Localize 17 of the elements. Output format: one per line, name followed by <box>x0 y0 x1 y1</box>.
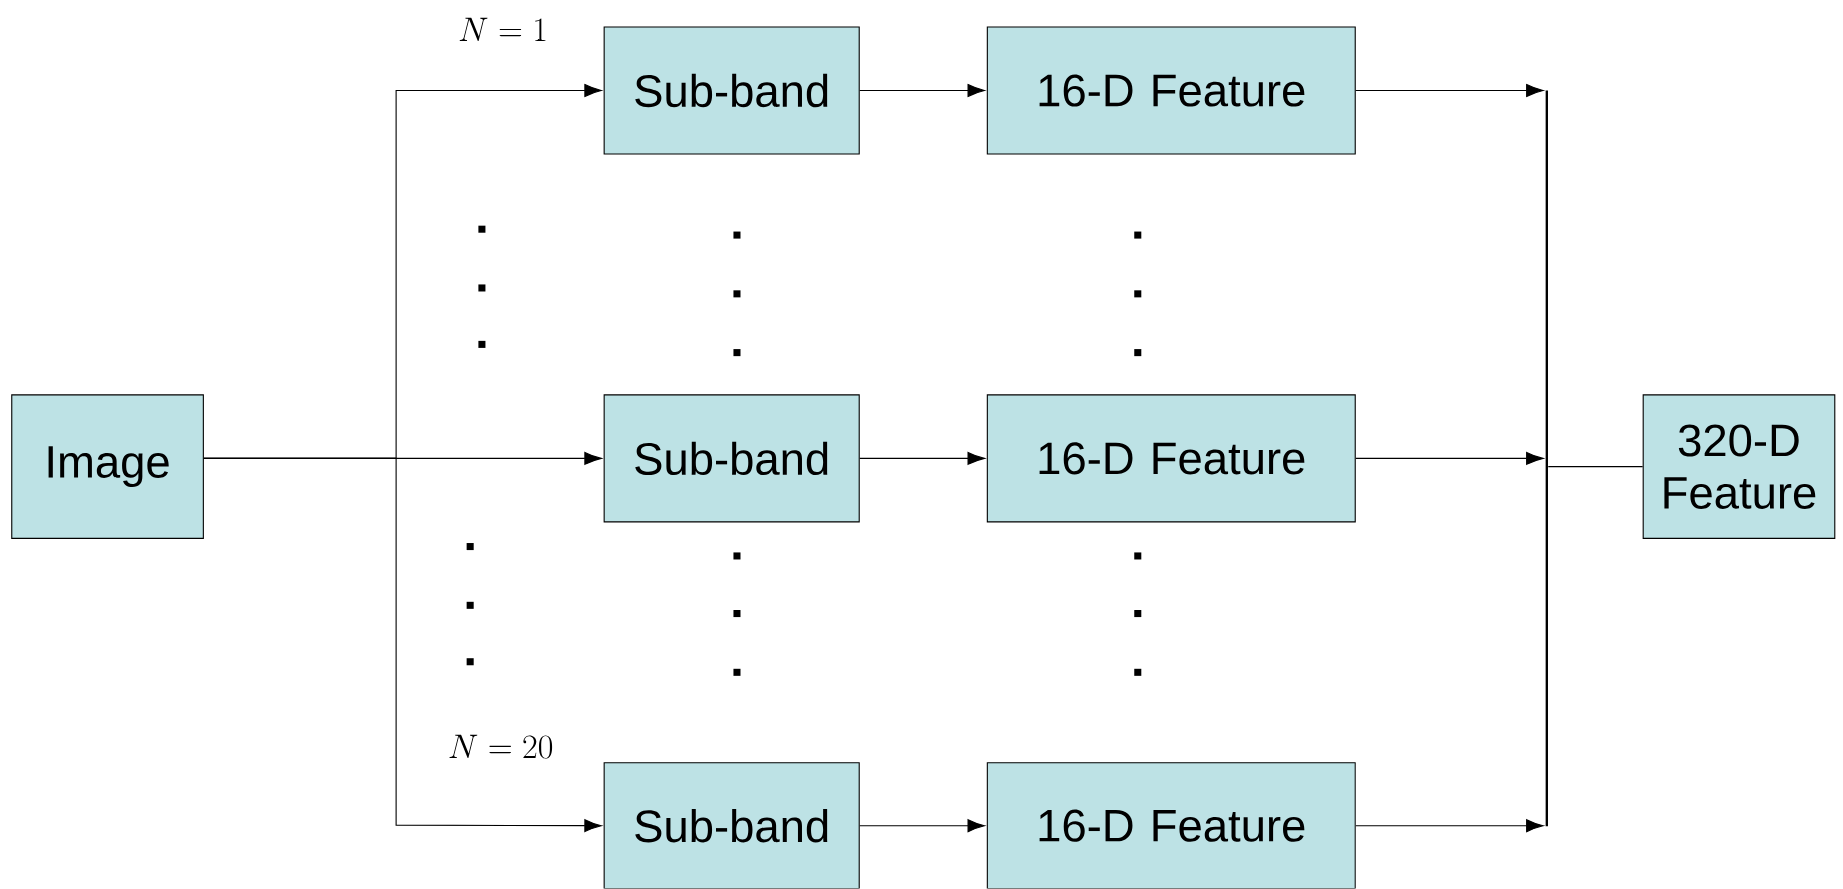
arrow <box>1355 452 1544 466</box>
process-box: 320-D Feature <box>1642 394 1836 540</box>
process-box: 16-D Feature <box>986 26 1356 155</box>
formula-label: $N = 20$ <box>449 734 553 759</box>
process-box: Sub-band <box>603 762 860 889</box>
formula-label: $N = 1$ <box>459 17 546 42</box>
process-box: Sub-band <box>603 26 860 155</box>
process-box: 16-D Feature <box>986 762 1356 889</box>
arrow <box>1355 84 1544 98</box>
arrow <box>859 84 985 98</box>
arrow <box>203 458 602 833</box>
arrow <box>1355 819 1544 833</box>
process-box: Image <box>11 394 204 540</box>
arrow <box>859 452 985 466</box>
arrow <box>859 819 985 833</box>
process-box: 16-D Feature <box>986 394 1356 523</box>
process-box: Sub-band <box>603 394 860 523</box>
